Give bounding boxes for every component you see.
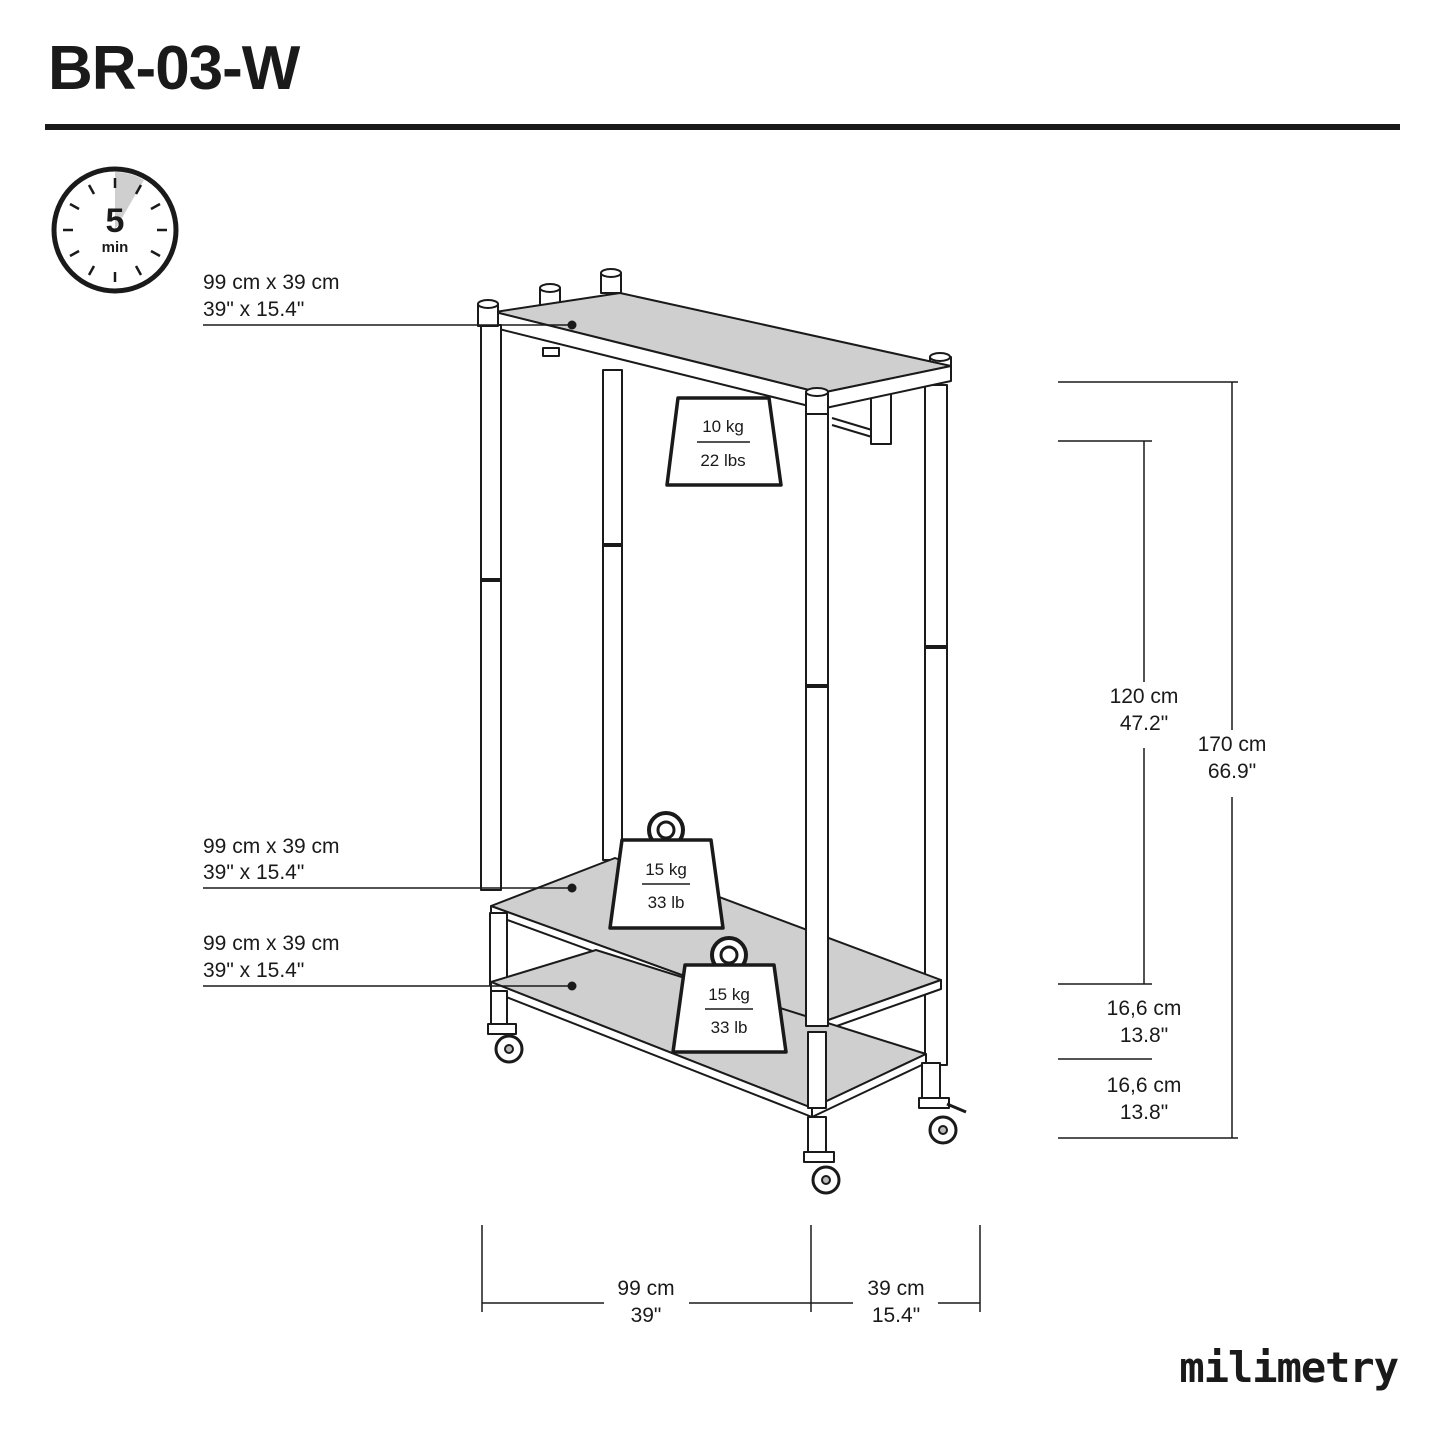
depth-cm: 39 cm [867,1277,924,1300]
top-shelf-size-cm: 99 cm x 39 cm [203,271,340,294]
bottom-load-weight-icon: 15 kg 33 lb [671,936,788,1054]
bottom-shelf-callout: 99 cm x 39 cm 39" x 15.4" [203,932,577,991]
width-cm: 99 cm [617,1277,674,1300]
middle-shelf-size-cm: 99 cm x 39 cm [203,835,340,858]
middle-load-weight-icon: 15 kg 33 lb [608,811,725,930]
bottom-shelf-size-in: 39" x 15.4" [203,959,304,982]
middle-load-lb: 33 lb [648,893,685,912]
top-shelf-size-in: 39" x 15.4" [203,298,304,321]
depth-in: 15.4" [872,1304,920,1327]
assembly-timer-icon: 5 min [51,166,179,294]
upper-gap-in: 13.8" [1120,1024,1168,1047]
timer-value: 5 [106,202,125,240]
footprint-dimensions [481,1225,981,1312]
height-dimensions [1058,381,1238,1139]
hanging-height-cm: 120 cm [1110,685,1179,708]
top-load-lb: 22 lbs [700,451,745,470]
middle-shelf-callout: 99 cm x 39 cm 39" x 15.4" [203,835,577,893]
title-rule [45,124,1400,130]
brand-logo: milimetry [1179,1343,1398,1392]
total-height-in: 66.9" [1208,760,1256,783]
bottom-shelf-size-cm: 99 cm x 39 cm [203,932,340,955]
page-title: BR-03-W [48,34,300,103]
lower-gap-cm: 16,6 cm [1107,1074,1182,1097]
lower-gap-in: 13.8" [1120,1101,1168,1124]
width-in: 39" [631,1304,662,1327]
bottom-load-kg: 15 kg [708,985,750,1004]
top-load-weight-icon: 10 kg 22 lbs [665,396,783,487]
timer-unit: min [102,239,129,256]
top-shelf-callout: 99 cm x 39 cm 39" x 15.4" [203,271,577,330]
total-height-cm: 170 cm [1198,733,1267,756]
top-load-kg: 10 kg [702,417,744,436]
bottom-load-lb: 33 lb [711,1018,748,1037]
upper-gap-cm: 16,6 cm [1107,997,1182,1020]
hanging-height-in: 47.2" [1120,712,1168,735]
middle-load-kg: 15 kg [645,860,687,879]
middle-shelf-size-in: 39" x 15.4" [203,861,304,884]
